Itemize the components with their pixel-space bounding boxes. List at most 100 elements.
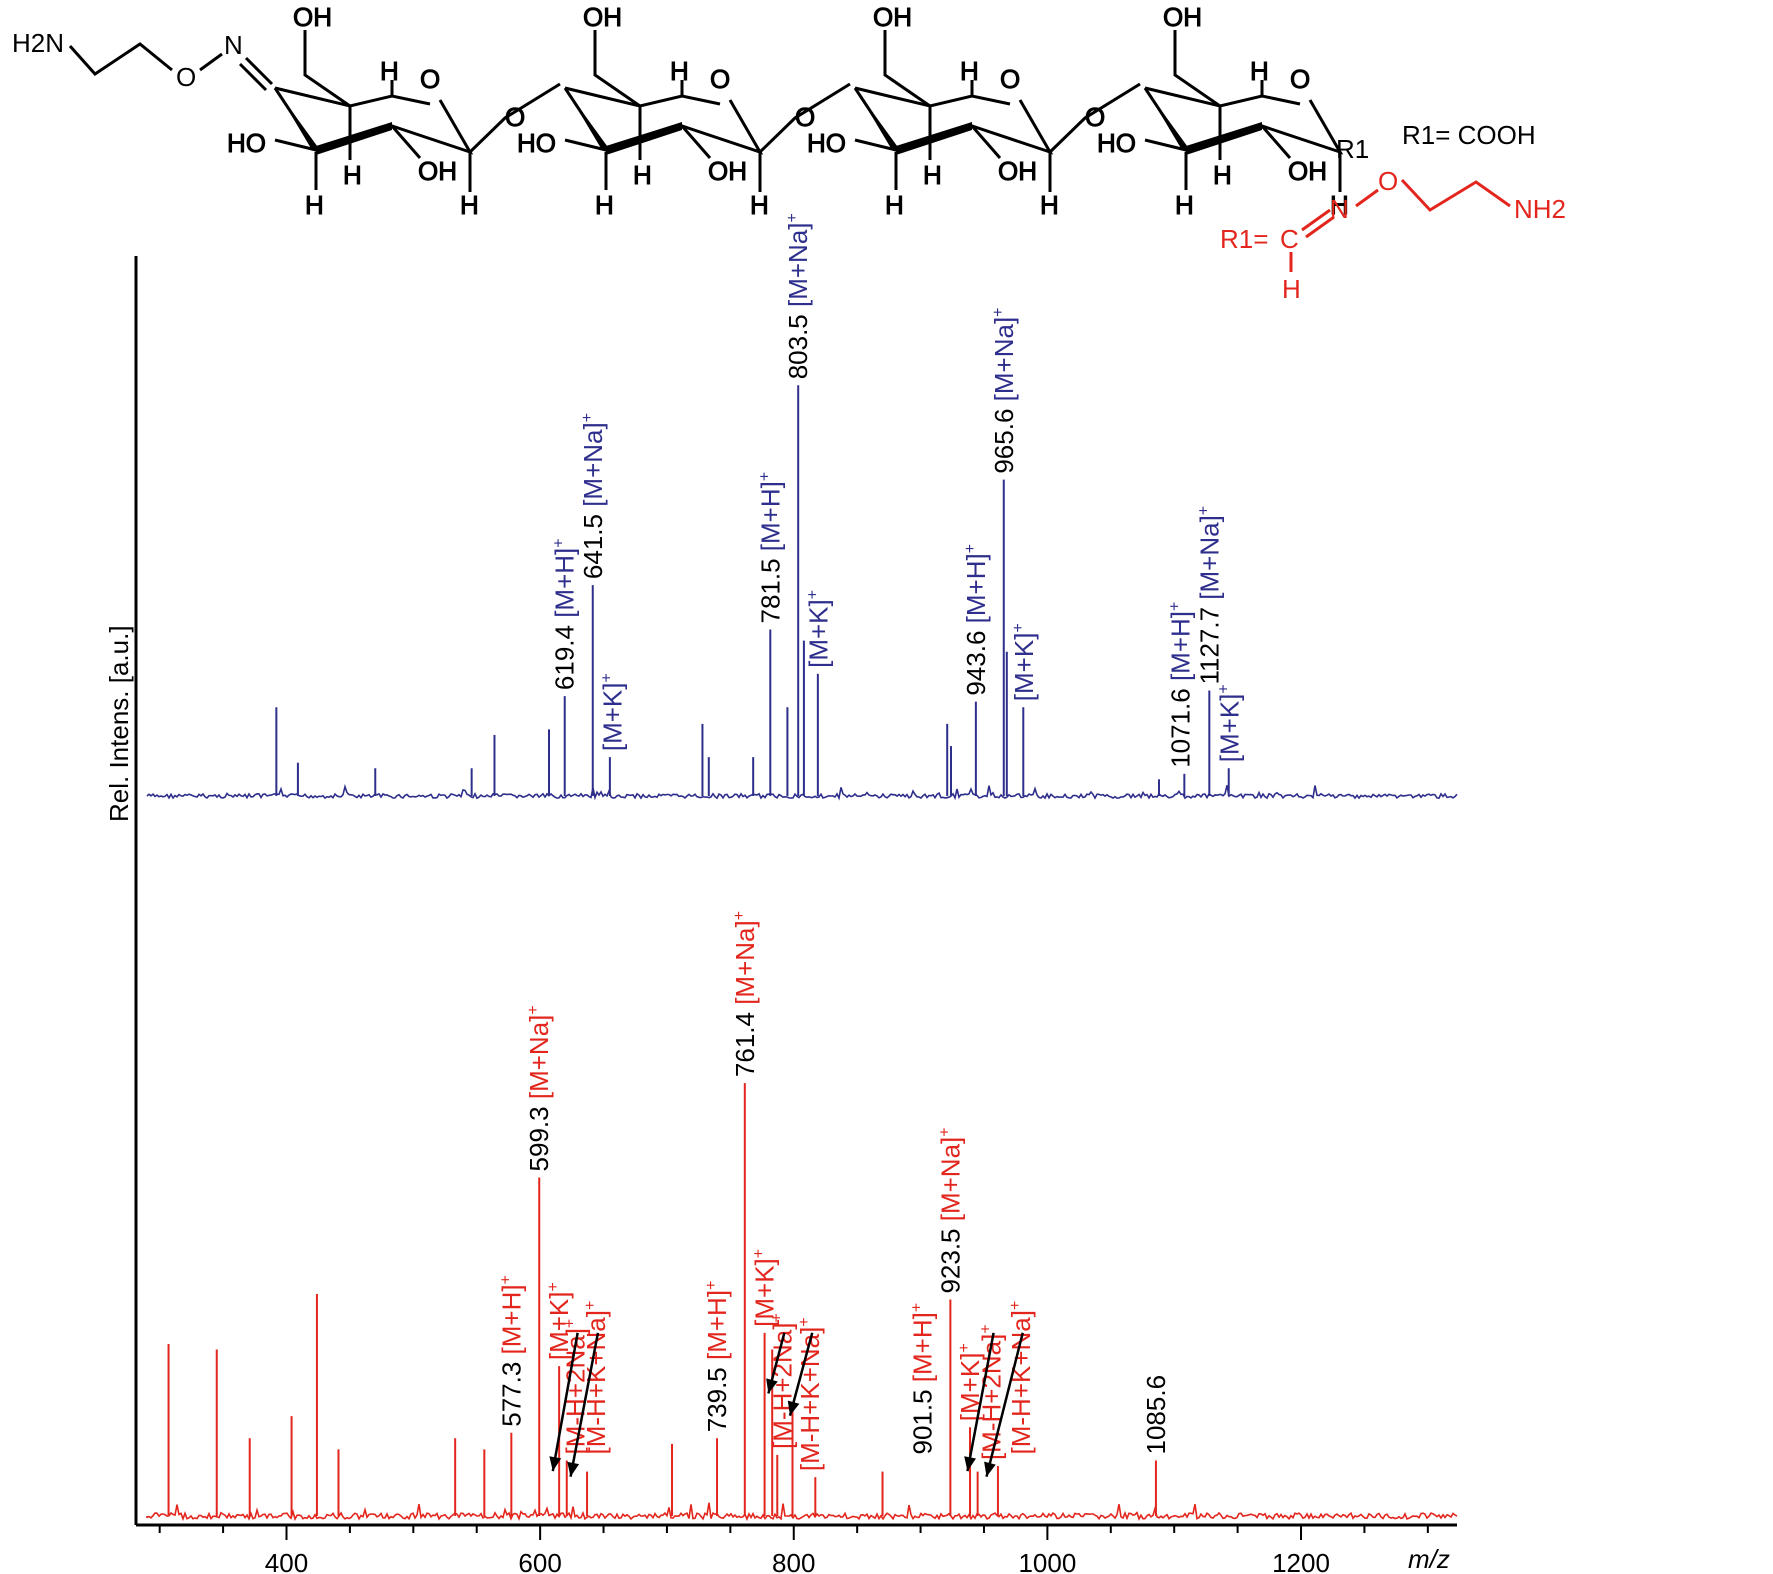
oh-label: OH [873, 2, 912, 32]
peak-ion: [M+Na] [730, 920, 760, 1005]
ring-bonds-lower [1143, 87, 1344, 155]
ring-bonds-lower [563, 87, 764, 155]
h-label: H [343, 160, 362, 190]
peak-annotation: 901.5 [M+H]+ [907, 1303, 937, 1455]
arrow-head [549, 1456, 562, 1472]
peak-mz: 761.4 [730, 1005, 760, 1077]
oh-label: OH [998, 156, 1037, 186]
peak-mz: 577.3 [496, 1354, 526, 1426]
peak-ion: [M+K] [1009, 633, 1039, 702]
ring-front-wedge [606, 122, 682, 155]
h-label: H [1040, 190, 1059, 220]
y-axis-label: Rel. Intens. [a.u.] [104, 625, 134, 822]
r1-red-prefix: R1= [1220, 224, 1268, 254]
peak-label: 901.5 [M+H]+ [907, 1303, 937, 1455]
baseline-noise [146, 783, 1458, 801]
red-c: C [1280, 224, 1299, 254]
peak-ion: [M+H] [702, 1290, 732, 1360]
red-o: O [1378, 166, 1398, 196]
ch2oh-bond [303, 30, 351, 108]
ring-o-label: O [420, 64, 440, 94]
peak-mz: 619.4 [550, 618, 580, 690]
ring-o-label: O [1290, 64, 1310, 94]
peak-label: 1085.6 [1141, 1375, 1171, 1455]
ring-o-label: O [1000, 64, 1020, 94]
peak-label: [M+K]+ [750, 1249, 780, 1327]
peak-label: [M-H+K+Na]+ [795, 1317, 825, 1471]
peak-charge: + [936, 1127, 953, 1136]
ring-side-wedge [1145, 88, 1190, 150]
peak-annotation: 1085.6 [1141, 1375, 1171, 1455]
glycosidic-bond [468, 82, 561, 154]
red-h: H [1282, 274, 1301, 304]
peak-label: 577.3 [M+H]+ [496, 1275, 526, 1427]
h-label: H [1175, 190, 1194, 220]
h-label: H [960, 56, 979, 86]
ring-bonds [1144, 86, 1301, 108]
peak-annotation: [M+K]+ [803, 590, 833, 668]
h-label: H [750, 190, 769, 220]
peak-mz: 1085.6 [1141, 1375, 1171, 1455]
peak-annotation: 641.5 [M+Na]+ [578, 413, 608, 579]
linking-o-label: O [795, 102, 815, 132]
ch2oh-bond [1173, 30, 1221, 108]
h-label: H [1213, 160, 1232, 190]
peak-label: 965.6 [M+Na]+ [989, 307, 1019, 473]
arrow-head [964, 1456, 976, 1472]
peak-charge: + [990, 307, 1007, 316]
r1-red-definition: R1= C N O NH2 H [1220, 166, 1566, 304]
peak-annotation: 943.6 [M+H]+ [961, 544, 991, 696]
peak-charge: + [525, 1005, 542, 1014]
linking-o-label: O [1085, 102, 1105, 132]
peak-ion: [M-H+K+Na] [795, 1327, 825, 1472]
peak-label: [M+K]+ [1214, 684, 1244, 762]
peak-mz: 923.5 [935, 1221, 965, 1293]
peak-annotation: [M+K]+ [544, 1282, 574, 1360]
annotation-arrow [985, 1332, 1024, 1478]
peak-mz: 599.3 [524, 1099, 554, 1171]
peak-mz: 781.5 [755, 551, 785, 623]
red-ethyl [1400, 178, 1511, 212]
peak-charge: + [598, 673, 615, 682]
peak-ion: [M+Na] [989, 317, 1019, 402]
arrow-head [766, 1378, 778, 1394]
peak-charge: + [1215, 684, 1232, 693]
ho-bond [564, 138, 607, 152]
red-linker [1355, 188, 1379, 208]
h-label: H [670, 56, 689, 86]
h-label: H [1250, 56, 1269, 86]
ring-bonds [274, 86, 431, 108]
peak-charge: + [545, 1282, 562, 1291]
peak-charge: + [562, 1319, 579, 1328]
peak-annotation: 781.5 [M+H]+ [755, 472, 785, 624]
x-tick-label: 600 [518, 1548, 561, 1574]
peak-charge: + [956, 1343, 973, 1352]
peak-label: [M+K]+ [597, 673, 627, 751]
peak-mz: 739.5 [702, 1360, 732, 1432]
ho-bond [274, 138, 317, 152]
peak-annotation: 739.5 [M+H]+ [702, 1281, 732, 1433]
peak-label: 1071.6 [M+H]+ [1166, 602, 1196, 768]
peak-charge: + [978, 1324, 995, 1333]
annotation-arrow [569, 1332, 600, 1477]
peak-annotation: 619.4 [M+H]+ [550, 538, 580, 690]
oh-bond [1260, 125, 1292, 159]
peak-label: [M+K]+ [1009, 623, 1039, 701]
cn-double-1 [244, 56, 274, 86]
ho-label: HO [807, 128, 846, 158]
peak-label: [M+K]+ [544, 1282, 574, 1360]
peak-charge: + [756, 472, 773, 481]
peak-ion: [M+H] [755, 481, 785, 551]
red-spectrum: 577.3 [M+H]+599.3 [M+Na]+[M+K]+[M-H+2Na]… [146, 911, 1458, 1522]
glycosidic-bond [1048, 82, 1141, 154]
glycosidic-bond [758, 82, 851, 154]
h-label: H [633, 160, 652, 190]
h-label: H [595, 190, 614, 220]
peak-annotation: 1071.6 [M+H]+ [1166, 602, 1196, 768]
peak-mz: 1127.7 [1194, 600, 1224, 685]
h-label: H [1330, 190, 1349, 220]
